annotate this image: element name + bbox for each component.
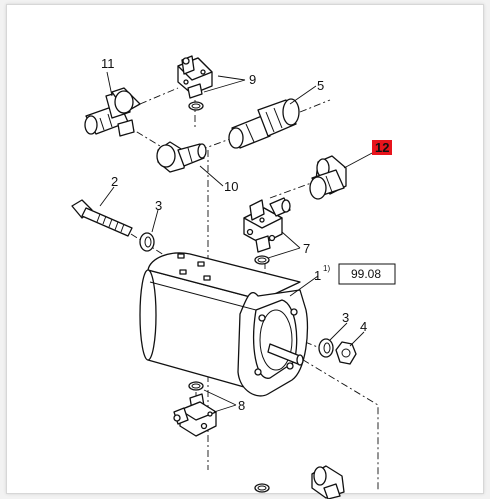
callout-12-highlight[interactable]: 12 <box>372 140 392 155</box>
callout-3-lower: 3 <box>342 310 349 325</box>
hydraulic-motor-part-1[interactable] <box>139 252 309 397</box>
fitting-partial-bottom-left <box>254 483 270 493</box>
elbow-fitting-part-12[interactable] <box>309 155 347 200</box>
swivel-fitting-part-9[interactable] <box>177 55 213 111</box>
tee-fitting-part-11[interactable] <box>84 87 141 137</box>
swivel-fitting-part-7[interactable] <box>243 197 291 265</box>
callout-3-upper: 3 <box>155 198 162 213</box>
callout-11: 11 <box>101 56 115 71</box>
callout-9: 9 <box>249 72 256 87</box>
callout-8: 8 <box>238 398 245 413</box>
fitting-partial-bottom-right <box>311 465 345 499</box>
washer-part-3-lower[interactable] <box>318 338 334 358</box>
callout-2: 2 <box>111 174 118 189</box>
reference-box[interactable]: 99.08 <box>338 263 396 285</box>
reference-box-label: 99.08 <box>351 267 381 281</box>
leader-lines <box>99 71 375 413</box>
callout-12: 12 <box>375 140 389 155</box>
washer-part-3-upper[interactable] <box>139 232 155 252</box>
callout-labels: 11 9 5 10 2 3 7 1 1) 3 4 8 <box>101 56 367 413</box>
callout-4: 4 <box>360 319 367 334</box>
callout-7: 7 <box>303 241 310 256</box>
swivel-fitting-part-8[interactable] <box>173 381 217 437</box>
callout-10: 10 <box>224 179 238 194</box>
straight-connector-part-5[interactable] <box>228 98 300 149</box>
nut-part-4[interactable] <box>335 341 357 365</box>
callout-5: 5 <box>317 78 324 93</box>
diagram-frame <box>6 4 484 494</box>
callout-1-footnote: 1) <box>323 264 330 273</box>
callout-1: 1 <box>314 268 321 283</box>
bolt-part-2[interactable] <box>71 199 133 237</box>
elbow-fitting-part-10[interactable] <box>156 141 207 173</box>
